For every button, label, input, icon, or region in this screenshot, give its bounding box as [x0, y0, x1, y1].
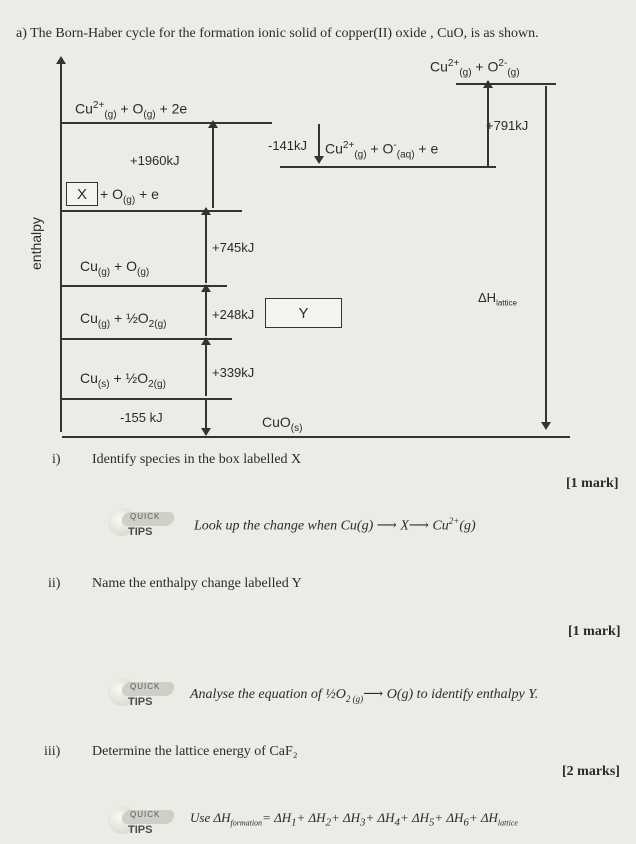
intro-text: a) The Born-Haber cycle for the formatio…	[16, 26, 539, 41]
y-axis	[57, 56, 65, 432]
lattice-label: ΔHlattice	[478, 290, 517, 308]
level-line	[62, 398, 232, 400]
y-axis-label: enthalpy	[28, 217, 44, 270]
quick-tips-badge: QUICK TIPS	[108, 678, 182, 716]
quick-tips-badge: QUICK TIPS	[108, 806, 182, 844]
energy-141: -141kJ	[268, 138, 308, 153]
arrow-339	[202, 337, 210, 396]
level-line	[62, 285, 227, 287]
arrow-745	[202, 207, 210, 283]
level-3: Cu(g) + O(g)	[80, 258, 150, 278]
level-line	[456, 83, 556, 85]
arrow-141	[315, 124, 323, 164]
question-3-number: iii)	[44, 744, 61, 759]
tip-1-text: Look up the change when Cu(g) ⟶ X⟶ Cu2+(…	[194, 516, 476, 534]
level-line	[62, 436, 570, 438]
arrow-155	[202, 400, 210, 436]
question-2-number: ii)	[48, 576, 61, 591]
level-top-right: Cu2+(g) + O2-(g)	[430, 58, 520, 79]
box-y: Y	[265, 298, 342, 328]
level-mid-right: Cu2+(g) + O-(aq) + e	[325, 140, 439, 161]
level-2: + O(g) + e	[100, 186, 159, 206]
energy-339: +339kJ	[212, 365, 255, 380]
tip-3-text: Use ΔHformation= ΔH1+ ΔH2+ ΔH3+ ΔH4+ ΔH5…	[190, 810, 518, 829]
arrow-lattice	[542, 86, 550, 430]
arrow-791	[484, 80, 492, 166]
energy-155: -155 kJ	[120, 410, 163, 425]
energy-745: +745kJ	[212, 240, 255, 255]
level-5: Cu(s) + ½O2(g)	[80, 370, 166, 390]
energy-248: +248kJ	[212, 307, 255, 322]
level-line	[62, 210, 242, 212]
energy-791: +791kJ	[486, 118, 529, 133]
level-line	[280, 166, 496, 168]
level-line	[62, 338, 232, 340]
product: CuO(s)	[262, 414, 303, 434]
question-3-text: Determine the lattice energy of CaF₂	[92, 744, 298, 759]
level-1: Cu2+(g) + O(g) + 2e	[75, 100, 188, 121]
level-4: Cu(g) + ½O2(g)	[80, 310, 167, 330]
arrow-1960	[209, 120, 217, 208]
energy-1960: +1960kJ	[130, 153, 180, 168]
arrow-248	[202, 284, 210, 336]
box-x: X	[66, 182, 98, 206]
tip-2-text: Analyse the equation of ½O2 (g)⟶ O(g) to…	[190, 687, 539, 704]
level-line	[62, 122, 272, 124]
question-2-mark: [1 mark]	[568, 624, 621, 639]
question-2-text: Name the enthalpy change labelled Y	[92, 576, 302, 591]
question-1-mark: [1 mark]	[566, 476, 619, 491]
question-3-mark: [2 marks]	[562, 764, 620, 779]
quick-tips-badge: QUICK TIPS	[108, 508, 182, 546]
question-1-number: i)	[52, 452, 61, 467]
question-1-text: Identify species in the box labelled X	[92, 452, 302, 467]
